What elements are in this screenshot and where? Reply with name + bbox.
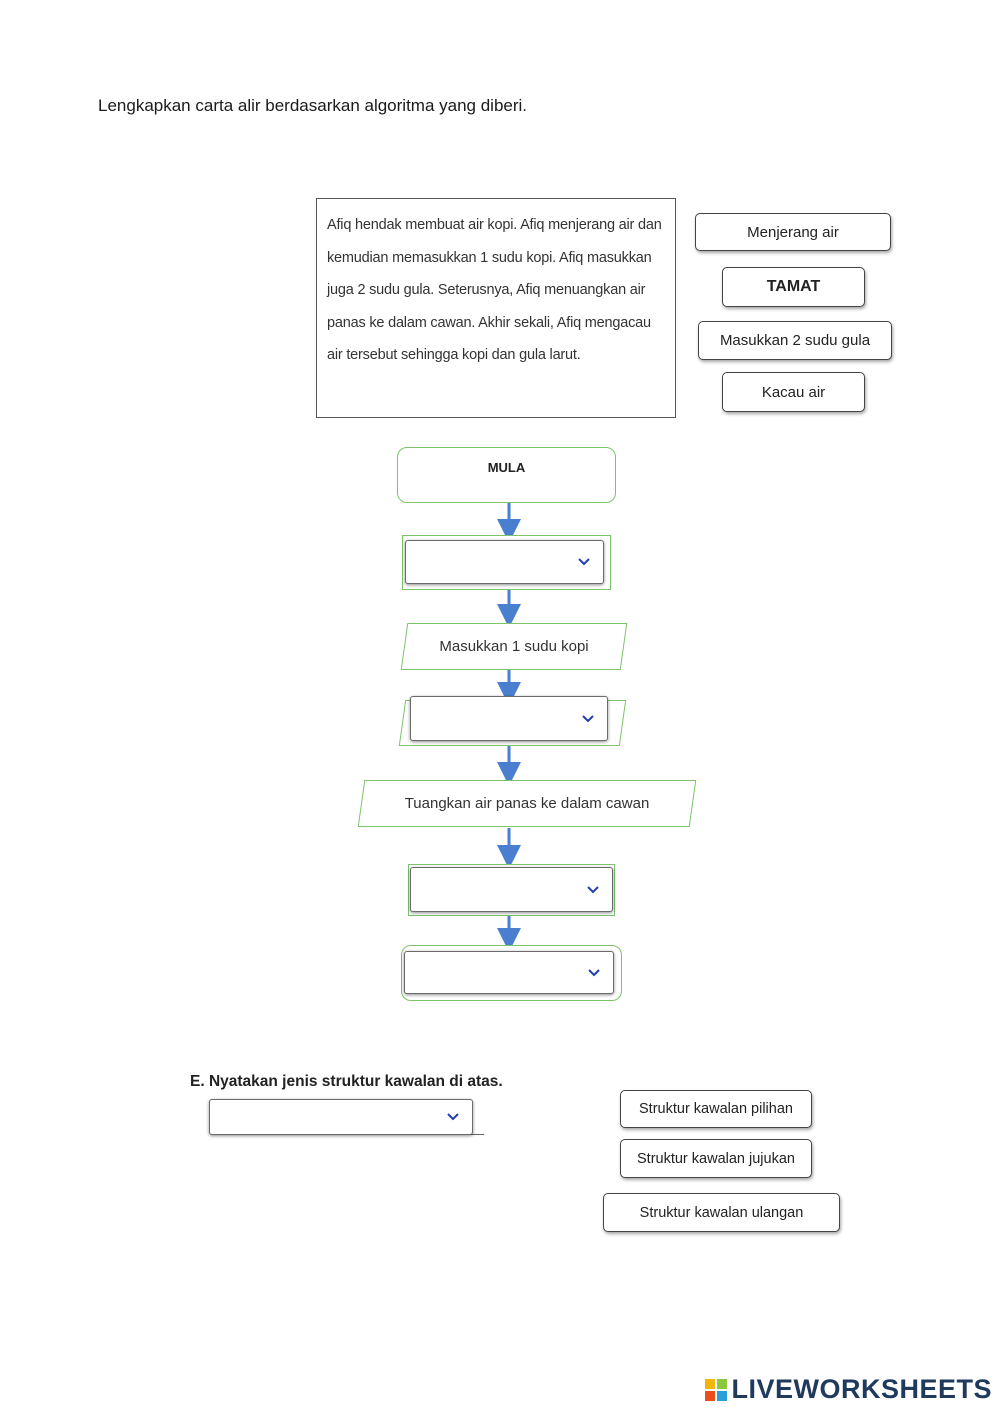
option-struktur-jujukan[interactable]: Struktur kawalan jujukan xyxy=(620,1139,812,1178)
flow-step-6-dropdown[interactable] xyxy=(404,951,614,994)
flow-step-2-label: Masukkan 1 sudu kopi xyxy=(439,638,589,655)
brand-name: LIVEWORKSHEETS xyxy=(731,1374,992,1404)
option-struktur-pilihan[interactable]: Struktur kawalan pilihan xyxy=(620,1090,812,1128)
liveworksheets-logo: LIVEWORKSHEETS xyxy=(705,1374,992,1405)
option-kacau-air[interactable]: Kacau air xyxy=(722,372,865,412)
chevron-down-icon xyxy=(588,968,600,976)
option-menjerang-air[interactable]: Menjerang air xyxy=(695,213,891,251)
chevron-down-icon xyxy=(582,714,594,722)
flow-step-1-dropdown[interactable] xyxy=(405,540,604,584)
flow-step-5-dropdown[interactable] xyxy=(410,867,613,912)
chevron-down-icon xyxy=(578,558,590,566)
section-e-dropdown[interactable] xyxy=(209,1099,473,1135)
chevron-down-icon xyxy=(447,1113,459,1121)
section-e-heading: E. Nyatakan jenis struktur kawalan di at… xyxy=(190,1073,503,1090)
flow-step-4-label: Tuangkan air panas ke dalam cawan xyxy=(404,795,650,812)
algorithm-story: Afiq hendak membuat air kopi. Afiq menje… xyxy=(316,198,676,418)
option-masukkan-gula[interactable]: Masukkan 2 sudu gula xyxy=(698,321,892,360)
option-tamat[interactable]: TAMAT xyxy=(722,267,865,307)
flow-step-3-dropdown[interactable] xyxy=(410,696,608,741)
option-struktur-ulangan[interactable]: Struktur kawalan ulangan xyxy=(603,1193,840,1232)
logo-icon xyxy=(705,1378,728,1401)
instruction-text: Lengkapkan carta alir berdasarkan algori… xyxy=(98,96,528,115)
chevron-down-icon xyxy=(587,885,599,893)
flow-start: MULA xyxy=(397,447,616,503)
